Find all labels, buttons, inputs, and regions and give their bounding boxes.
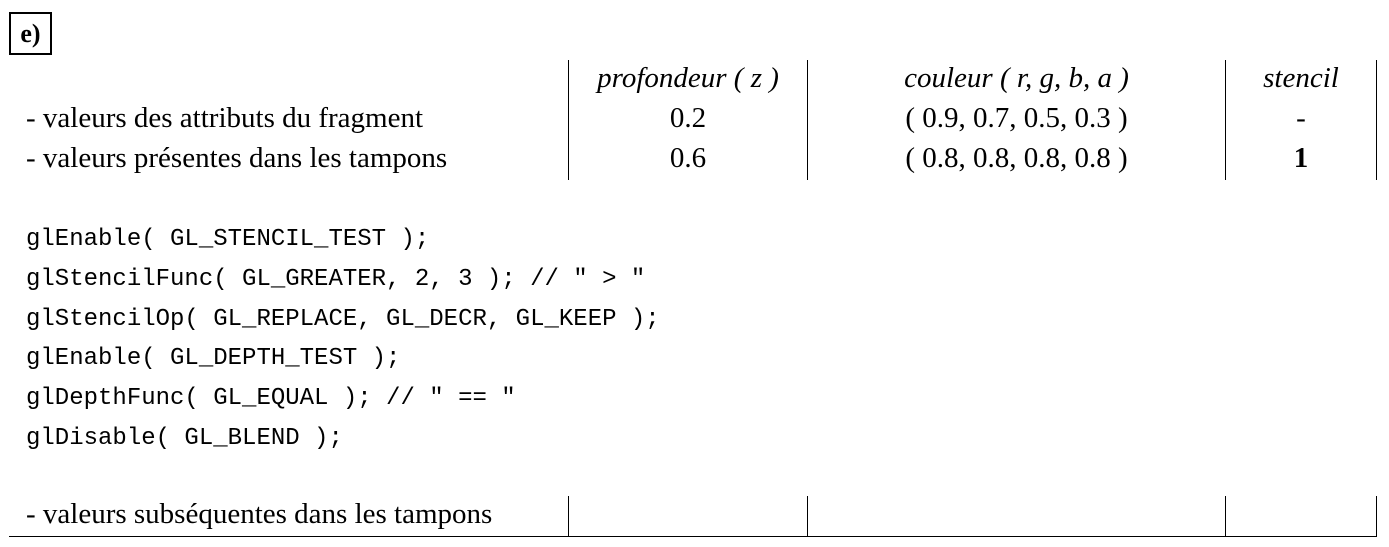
table-divider-depth: [568, 60, 569, 180]
table-divider-right: [1376, 60, 1377, 180]
answer-row-bottom-border: [9, 536, 1377, 537]
answer-divider-stencil: [1225, 496, 1226, 536]
row-buffer-depth: 0.6: [669, 142, 707, 174]
code-line: glDepthFunc( GL_EQUAL ); // " == ": [26, 385, 516, 412]
answer-divider-depth: [568, 496, 569, 536]
section-label: e): [9, 12, 52, 55]
row-buffer-stencil: 1: [1293, 142, 1309, 174]
row-buffer-label: - valeurs présentes dans les tampons: [26, 142, 448, 174]
code-line: glStencilOp( GL_REPLACE, GL_DECR, GL_KEE…: [26, 306, 660, 333]
answer-row-label: - valeurs subséquentes dans les tampons: [26, 498, 493, 530]
table-divider-stencil: [1225, 60, 1226, 180]
code-line: glStencilFunc( GL_GREATER, 2, 3 ); // " …: [26, 266, 646, 293]
table-divider-color: [807, 60, 808, 180]
code-line: glEnable( GL_STENCIL_TEST );: [26, 226, 430, 253]
answer-divider-color: [807, 496, 808, 536]
row-fragment-color: ( 0.9, 0.7, 0.5, 0.3 ): [905, 102, 1128, 134]
row-buffer-color: ( 0.8, 0.8, 0.8, 0.8 ): [905, 142, 1128, 174]
header-depth: profondeur ( z ): [597, 62, 779, 94]
header-color: couleur ( r, g, b, a ): [904, 62, 1129, 94]
code-line: glEnable( GL_DEPTH_TEST );: [26, 345, 401, 372]
row-fragment-stencil: -: [1296, 102, 1306, 134]
header-stencil: stencil: [1263, 62, 1339, 94]
code-line: glDisable( GL_BLEND );: [26, 425, 343, 452]
row-fragment-label: - valeurs des attributs du fragment: [26, 102, 424, 134]
row-fragment-depth: 0.2: [669, 102, 707, 134]
answer-divider-right: [1376, 496, 1377, 536]
